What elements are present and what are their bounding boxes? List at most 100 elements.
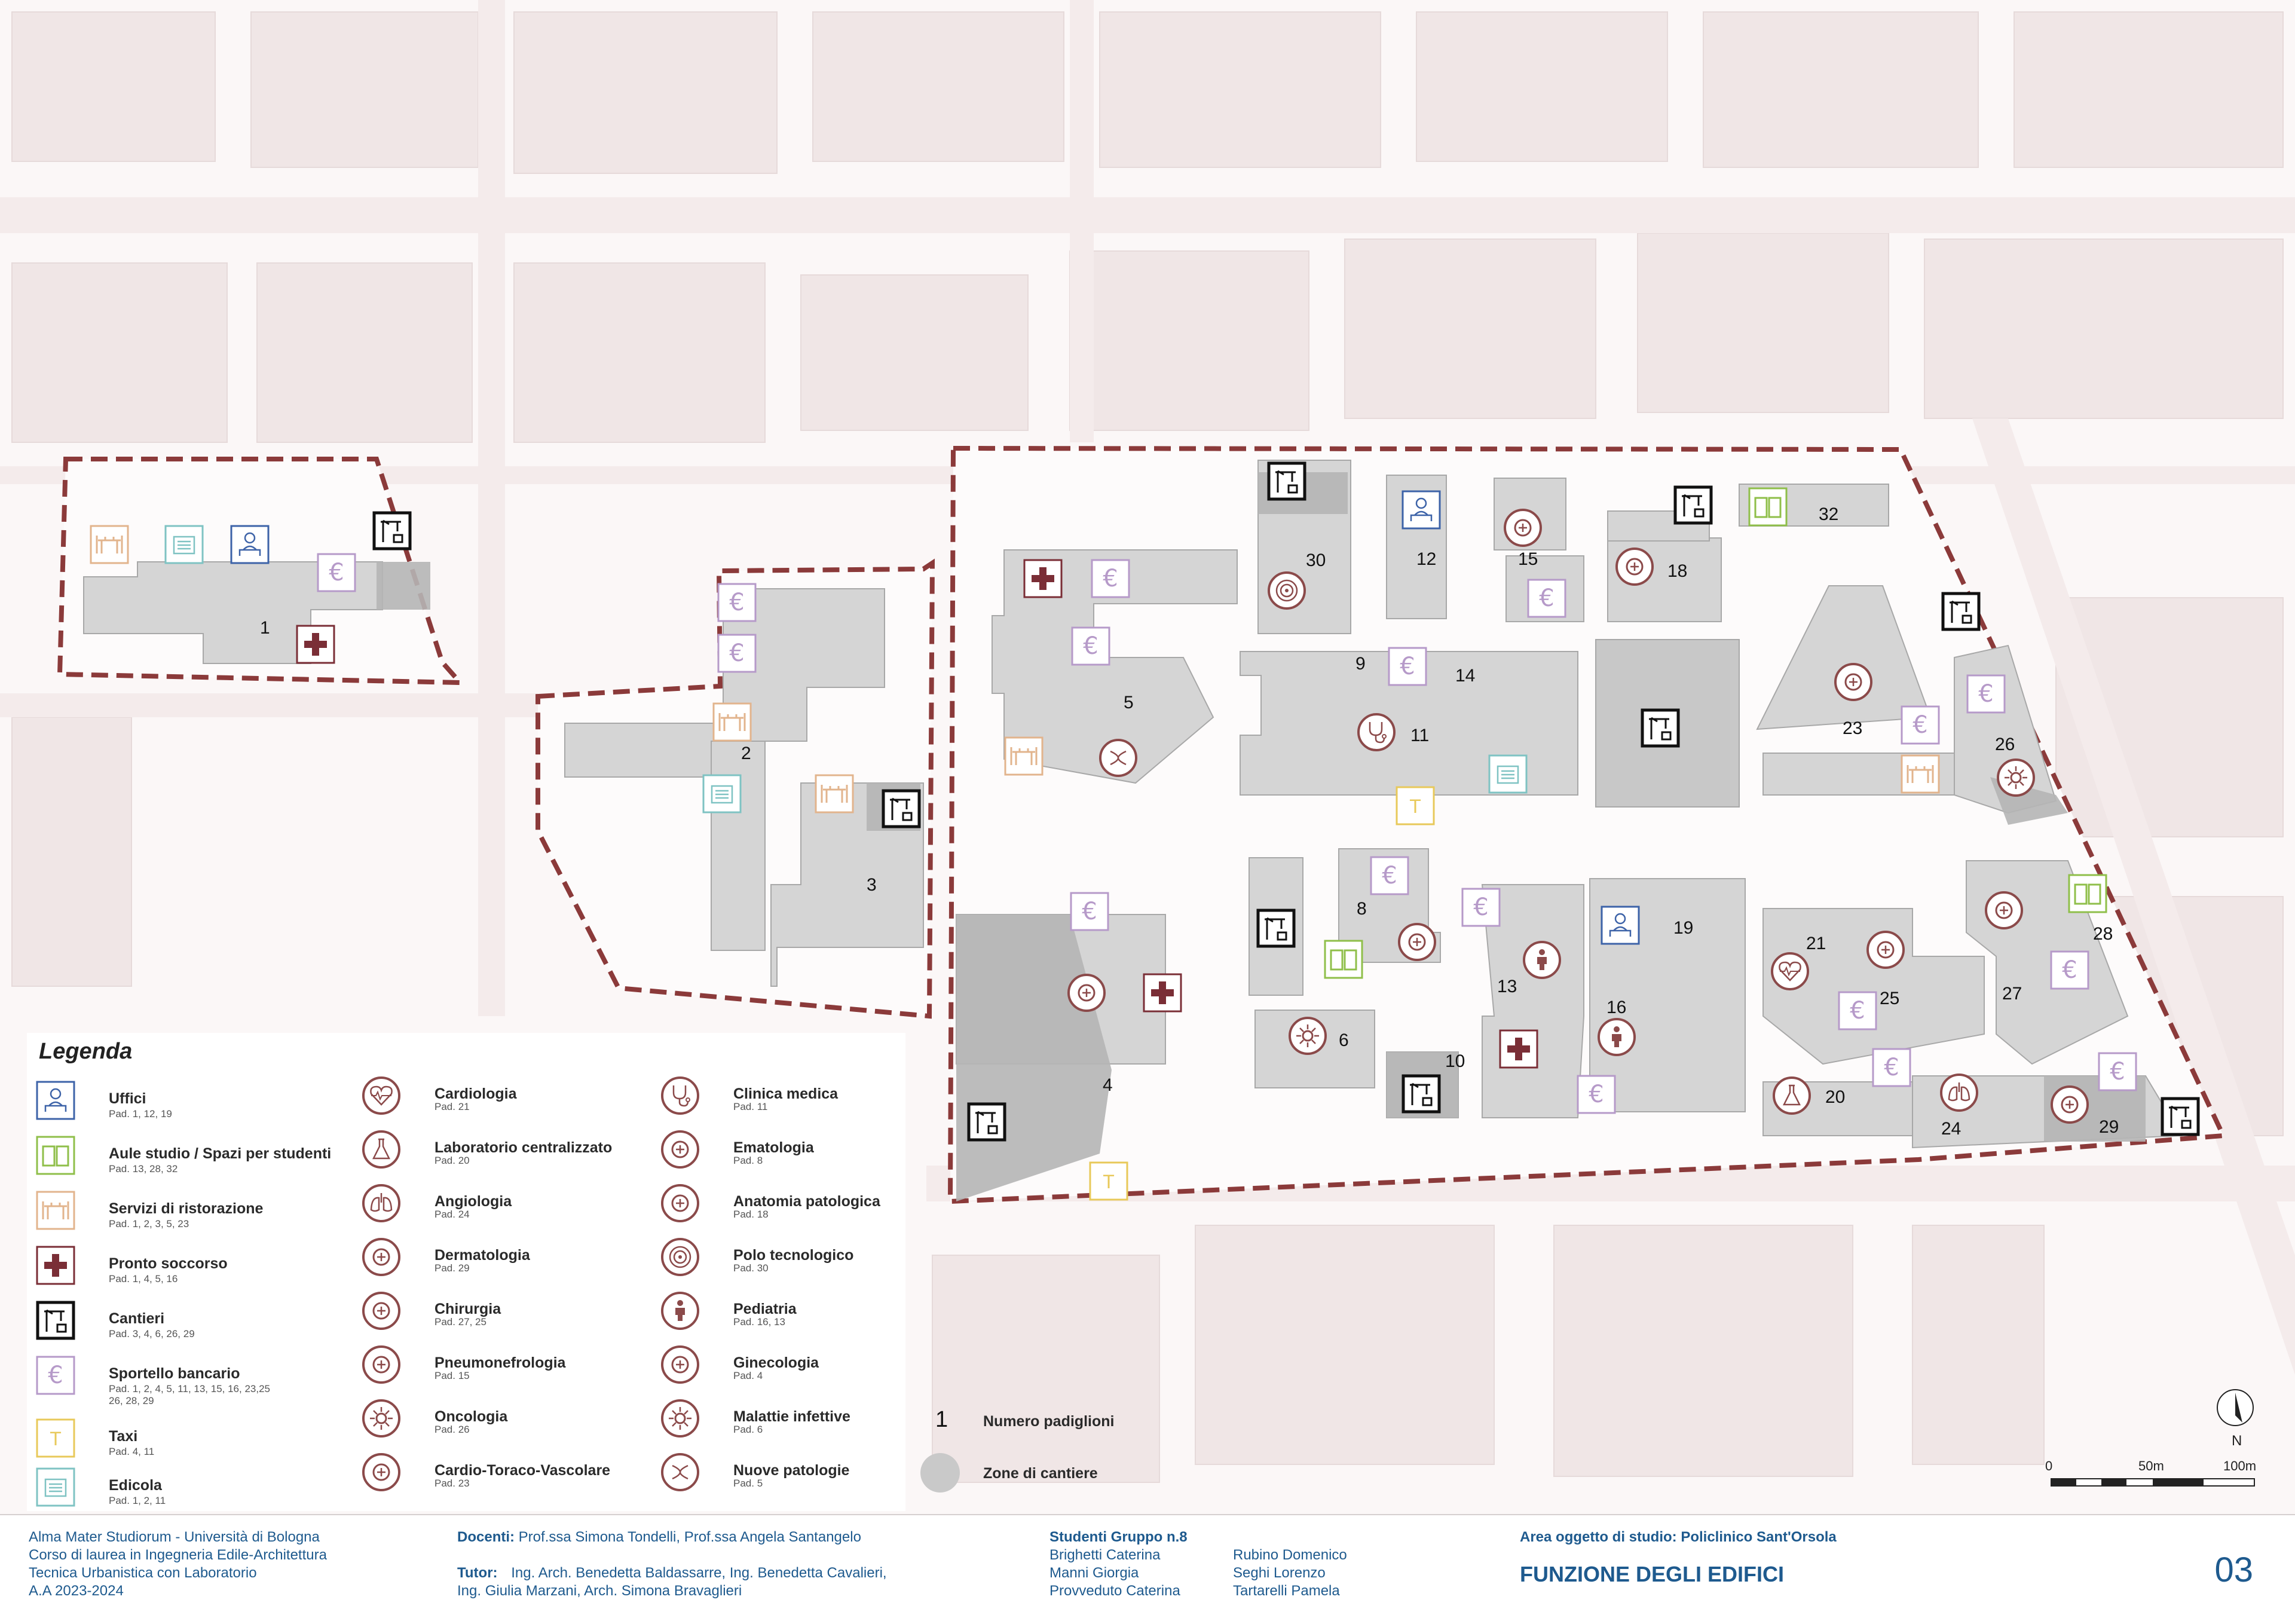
crane-icon[interactable] bbox=[1642, 710, 1678, 746]
brain-icon[interactable] bbox=[1615, 548, 1654, 586]
dining-icon[interactable] bbox=[1901, 754, 1940, 794]
euro-icon[interactable] bbox=[1461, 888, 1501, 927]
pavilion-number[interactable]: 12 bbox=[1416, 549, 1436, 569]
blood-icon[interactable] bbox=[1398, 923, 1436, 961]
taxi-icon[interactable] bbox=[1089, 1161, 1128, 1201]
office-icon[interactable] bbox=[1402, 490, 1441, 530]
crane-icon[interactable] bbox=[1675, 487, 1711, 523]
pavilion-number[interactable]: 9 bbox=[1355, 654, 1366, 674]
euro-icon[interactable] bbox=[1070, 892, 1109, 931]
pavilion-number[interactable]: 11 bbox=[1410, 726, 1429, 745]
pavilion-number[interactable]: 8 bbox=[1357, 899, 1367, 919]
pavilion-number[interactable]: 15 bbox=[1518, 549, 1538, 569]
crane-icon[interactable] bbox=[1269, 463, 1305, 499]
pavilion-number[interactable]: 13 bbox=[1497, 977, 1517, 996]
crane-icon[interactable] bbox=[374, 513, 410, 549]
pavilion-number[interactable]: 5 bbox=[1124, 693, 1134, 712]
pavilion-number[interactable]: 6 bbox=[1339, 1030, 1349, 1050]
pavilion-number[interactable]: 29 bbox=[2099, 1117, 2119, 1137]
dining-icon[interactable] bbox=[1004, 736, 1044, 776]
target-icon[interactable] bbox=[1268, 571, 1306, 610]
skin-icon[interactable] bbox=[2051, 1085, 2089, 1124]
euro-icon[interactable] bbox=[1091, 559, 1130, 598]
child-icon[interactable] bbox=[1598, 1018, 1636, 1056]
legend-title: Legenda bbox=[39, 1039, 133, 1064]
scale-label: 0 bbox=[2045, 1458, 2052, 1473]
pavilion-number[interactable]: 30 bbox=[1306, 550, 1326, 570]
crane-icon[interactable] bbox=[1943, 594, 1979, 629]
cross-icon[interactable] bbox=[1023, 559, 1063, 598]
newspaper-icon[interactable] bbox=[1488, 754, 1528, 794]
pavilion-number[interactable]: 23 bbox=[1843, 718, 1862, 738]
book-icon[interactable] bbox=[1748, 487, 1788, 527]
euro-icon[interactable] bbox=[1966, 674, 2006, 714]
euro-icon[interactable] bbox=[1388, 647, 1427, 686]
pavilion-number[interactable]: 1 bbox=[260, 618, 270, 638]
pavilion-number[interactable]: 10 bbox=[1445, 1051, 1465, 1071]
office-icon[interactable] bbox=[1601, 906, 1640, 945]
pavilion-number[interactable]: 3 bbox=[867, 875, 877, 895]
dining-icon[interactable] bbox=[90, 525, 129, 564]
crane-icon[interactable] bbox=[1258, 910, 1294, 946]
pavilion-number[interactable]: 25 bbox=[1880, 989, 1899, 1008]
book-icon[interactable] bbox=[1324, 940, 1363, 979]
stethoscope-icon[interactable] bbox=[1357, 713, 1396, 751]
university-line: Tecnica Urbanistica con Laboratorio bbox=[29, 1565, 257, 1581]
pavilion-number[interactable]: 19 bbox=[1673, 918, 1693, 938]
taxi-icon[interactable] bbox=[1396, 786, 1435, 825]
kidneys-icon[interactable] bbox=[1504, 509, 1542, 547]
pavilion-number[interactable]: 26 bbox=[1995, 735, 2015, 754]
newspaper-icon[interactable] bbox=[702, 774, 742, 813]
cross-icon[interactable] bbox=[296, 625, 335, 664]
euro-icon[interactable] bbox=[1071, 626, 1110, 666]
pavilion-number[interactable]: 28 bbox=[2093, 924, 2113, 944]
euro-icon[interactable] bbox=[1577, 1075, 1616, 1114]
uterus-icon[interactable] bbox=[1067, 974, 1106, 1012]
pavilion-number[interactable]: 24 bbox=[1941, 1119, 1961, 1139]
newspaper-icon[interactable] bbox=[164, 525, 204, 564]
pavilion-number[interactable]: 2 bbox=[741, 744, 751, 763]
euro-icon[interactable] bbox=[1901, 705, 1940, 745]
euro-icon[interactable] bbox=[1370, 856, 1409, 895]
child-icon[interactable] bbox=[1523, 941, 1561, 979]
dining-icon[interactable] bbox=[712, 702, 752, 742]
heartbeat-icon[interactable] bbox=[1771, 952, 1809, 990]
pavilion-number[interactable]: 32 bbox=[1819, 504, 1838, 524]
dining-icon[interactable] bbox=[815, 774, 854, 813]
euro-icon[interactable] bbox=[1838, 991, 1877, 1030]
virus-icon[interactable] bbox=[1997, 759, 2035, 797]
university-line: Corso di laurea in Ingegneria Edile-Arch… bbox=[29, 1547, 327, 1563]
crane-icon[interactable] bbox=[883, 791, 919, 827]
cross-icon[interactable] bbox=[1499, 1029, 1538, 1069]
euro-icon[interactable] bbox=[2098, 1052, 2137, 1091]
pavilion-number[interactable]: 14 bbox=[1455, 666, 1475, 686]
cross-icon[interactable] bbox=[1143, 973, 1182, 1013]
euro-icon[interactable] bbox=[2050, 950, 2089, 990]
pavilion-number[interactable]: 4 bbox=[1103, 1075, 1113, 1095]
euro-icon[interactable] bbox=[1872, 1048, 1911, 1087]
euro-icon[interactable] bbox=[717, 634, 757, 673]
dining-icon bbox=[36, 1191, 75, 1230]
euro-icon[interactable] bbox=[1527, 579, 1566, 618]
lungs-icon[interactable] bbox=[1940, 1074, 1978, 1112]
pavilion-number[interactable]: 27 bbox=[2002, 984, 2022, 1004]
heart-lungs-icon[interactable] bbox=[1834, 663, 1872, 701]
scale-label: 100m bbox=[2223, 1458, 2256, 1473]
scalpel-icon[interactable] bbox=[1866, 931, 1905, 969]
pavilion-number[interactable]: 20 bbox=[1825, 1087, 1845, 1107]
site-map: € T bbox=[0, 0, 2295, 1487]
crane-icon[interactable] bbox=[1403, 1076, 1439, 1112]
euro-icon[interactable] bbox=[317, 553, 356, 592]
book-icon[interactable] bbox=[2068, 874, 2107, 913]
dna-icon[interactable] bbox=[1099, 739, 1137, 777]
crane-icon[interactable] bbox=[969, 1104, 1005, 1140]
office-icon[interactable] bbox=[230, 525, 270, 564]
flask-icon[interactable] bbox=[1773, 1076, 1811, 1115]
crane-icon[interactable] bbox=[2162, 1099, 2198, 1134]
germ-icon[interactable] bbox=[1289, 1017, 1327, 1055]
pavilion-number[interactable]: 18 bbox=[1667, 561, 1687, 581]
pavilion-number[interactable]: 21 bbox=[1806, 934, 1826, 953]
scalpel-icon[interactable] bbox=[1985, 891, 2023, 929]
euro-icon[interactable] bbox=[717, 583, 757, 622]
pavilion-number[interactable]: 16 bbox=[1606, 998, 1626, 1017]
